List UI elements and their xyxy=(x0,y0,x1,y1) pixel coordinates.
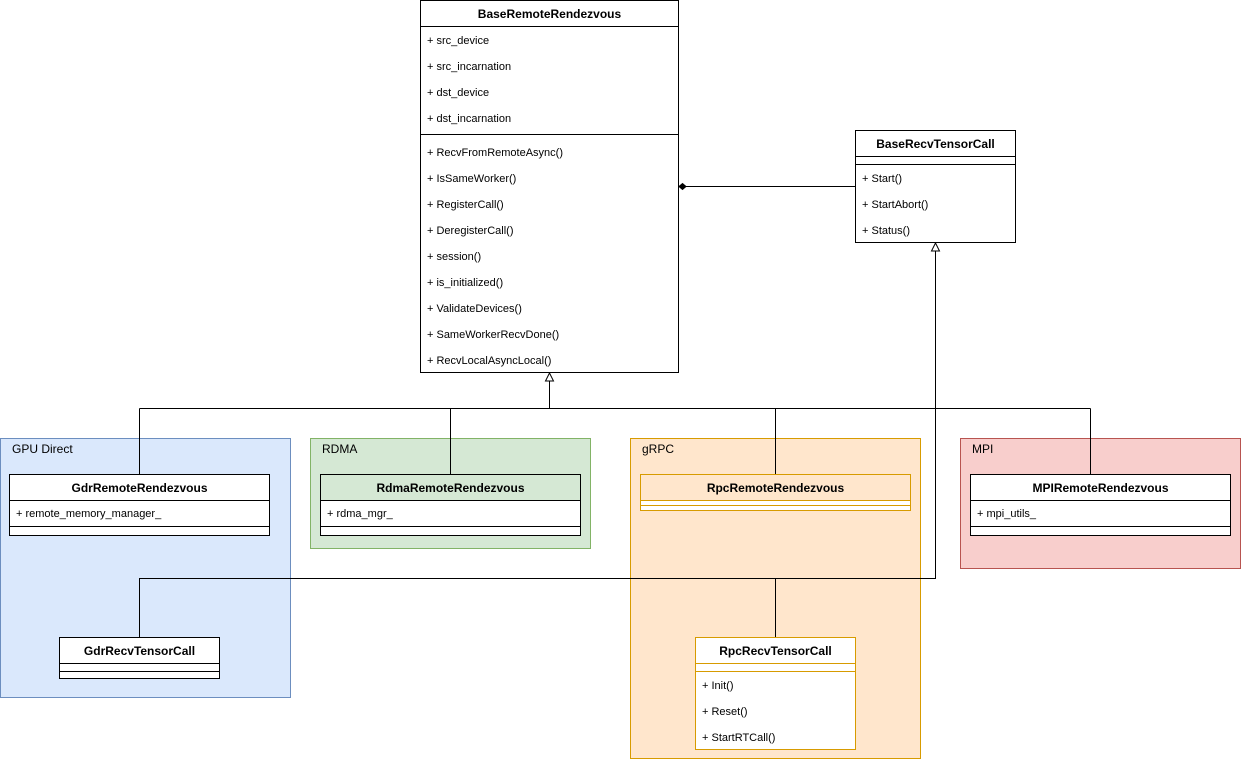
class-name: RdmaRemoteRendezvous xyxy=(321,475,580,501)
inheritance-arrowhead xyxy=(544,371,555,382)
method: + RecvFromRemoteAsync() xyxy=(427,147,564,159)
methods-section: + RecvFromRemoteAsync() + IsSameWorker()… xyxy=(421,135,678,374)
aggregation-diamond xyxy=(678,182,687,191)
group-label: gRPC xyxy=(642,442,675,456)
attribute: + dst_device xyxy=(427,87,490,99)
method: + RegisterCall() xyxy=(427,199,504,211)
class-gdr-remote-rendezvous[interactable]: GdrRemoteRendezvous + remote_memory_mana… xyxy=(9,474,270,536)
class-rpc-recv-tensor-call[interactable]: RpcRecvTensorCall + Init() + Reset() + S… xyxy=(695,637,856,750)
group-label: RDMA xyxy=(322,442,358,456)
class-rpc-remote-rendezvous[interactable]: RpcRemoteRendezvous xyxy=(640,474,911,511)
methods-section: + Init() + Reset() + StartRTCall() xyxy=(696,672,855,751)
class-name: GdrRecvTensorCall xyxy=(60,638,219,664)
methods-section: + Start() + StartAbort() + Status() xyxy=(856,165,1015,244)
attribute: + src_incarnation xyxy=(427,61,512,73)
attribute: + remote_memory_manager_ xyxy=(16,508,162,520)
method: + is_initialized() xyxy=(427,277,504,289)
group-label: GPU Direct xyxy=(12,442,73,456)
method: + ValidateDevices() xyxy=(427,303,522,315)
inheritance-edge-base-recv xyxy=(139,251,936,637)
method: + StartRTCall() xyxy=(702,732,776,744)
method: + IsSameWorker() xyxy=(427,173,517,185)
method: + Start() xyxy=(862,173,903,185)
method: + Status() xyxy=(862,225,910,237)
attributes-section xyxy=(856,157,1015,165)
method: + DeregisterCall() xyxy=(427,225,514,237)
method: + Init() xyxy=(702,680,734,692)
class-name: MPIRemoteRendezvous xyxy=(971,475,1230,501)
attributes-section xyxy=(696,664,855,672)
class-base-remote-rendezvous[interactable]: BaseRemoteRendezvous + src_device + src_… xyxy=(420,0,679,373)
class-name: BaseRecvTensorCall xyxy=(856,131,1015,157)
class-name: BaseRemoteRendezvous xyxy=(421,1,678,27)
attributes-section: + src_device + src_incarnation + dst_dev… xyxy=(421,27,678,135)
attribute: + rdma_mgr_ xyxy=(327,508,393,520)
class-gdr-recv-tensor-call[interactable]: GdrRecvTensorCall xyxy=(59,637,220,679)
inheritance-arrowhead xyxy=(930,241,941,252)
attribute: + src_device xyxy=(427,35,490,47)
class-name: RpcRecvTensorCall xyxy=(696,638,855,664)
attributes-section xyxy=(641,501,910,506)
class-base-recv-tensor-call[interactable]: BaseRecvTensorCall + Start() + StartAbor… xyxy=(855,130,1016,243)
method: + StartAbort() xyxy=(862,199,929,211)
group-label: MPI xyxy=(972,442,994,456)
class-name: RpcRemoteRendezvous xyxy=(641,475,910,501)
attribute: + dst_incarnation xyxy=(427,113,512,125)
class-mpi-remote-rendezvous[interactable]: MPIRemoteRendezvous + mpi_utils_ xyxy=(970,474,1231,536)
method: + session() xyxy=(427,251,482,263)
attributes-section: + remote_memory_manager_ xyxy=(10,501,269,527)
method: + Reset() xyxy=(702,706,748,718)
method: + SameWorkerRecvDone() xyxy=(427,329,560,341)
attributes-section: + rdma_mgr_ xyxy=(321,501,580,527)
class-rdma-remote-rendezvous[interactable]: RdmaRemoteRendezvous + rdma_mgr_ xyxy=(320,474,581,536)
attributes-section xyxy=(60,664,219,672)
method: + RecvLocalAsyncLocal() xyxy=(427,355,552,367)
attribute: + mpi_utils_ xyxy=(977,508,1037,520)
inheritance-edge-base-remote xyxy=(139,381,1091,474)
class-name: GdrRemoteRendezvous xyxy=(10,475,269,501)
attributes-section: + mpi_utils_ xyxy=(971,501,1230,527)
